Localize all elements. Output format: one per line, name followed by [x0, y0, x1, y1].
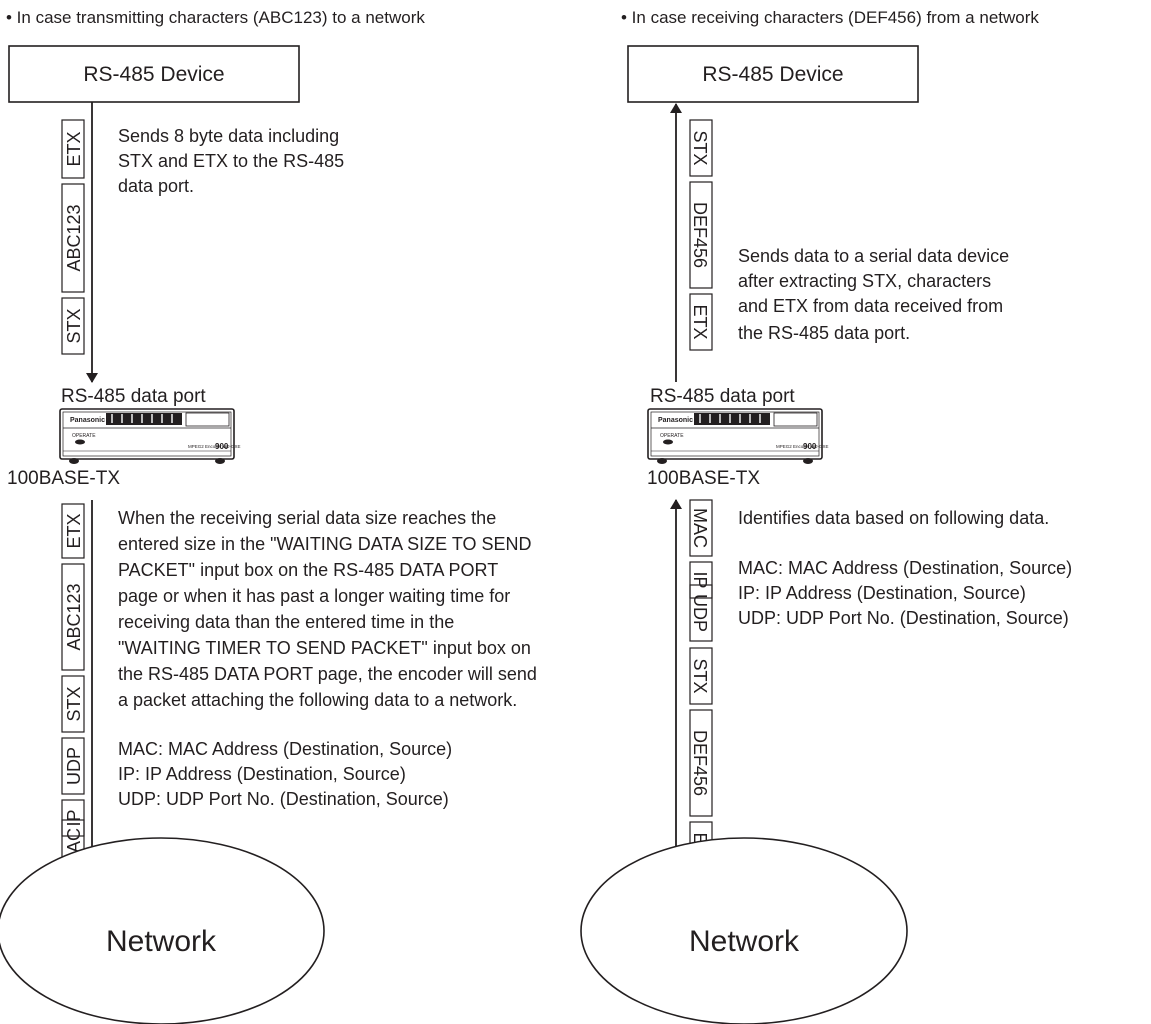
packet-segment [61, 799, 85, 837]
packet-segment-label: DEF456 [690, 730, 710, 796]
right-rs485-device-box [627, 45, 919, 103]
svg-text:Panasonic: Panasonic [70, 417, 105, 424]
svg-text:the RS-485 DATA PORT page, the: the RS-485 DATA PORT page, the encoder w… [118, 664, 537, 684]
right-rs485-device-label: RS-485 Device [702, 63, 843, 86]
packet-segment [689, 647, 713, 705]
right-encoder-device: Panasonic OPERATE MPEG2 Encoder WJ-GXE 9… [647, 408, 829, 465]
svg-text:"WAITING TIMER TO SEND PACKET": "WAITING TIMER TO SEND PACKET" input box… [118, 638, 531, 658]
packet-segment [689, 709, 713, 817]
svg-text:When the receiving serial data: When the receiving serial data size reac… [118, 508, 496, 528]
right-top-description: Sends data to a serial data device after… [738, 246, 1009, 343]
packet-segment [689, 119, 713, 177]
svg-text:page or when it has past a lon: page or when it has past a longer waitin… [118, 586, 510, 606]
packet-segment-label: ABC123 [64, 583, 84, 650]
packet-segment-label: ETX [64, 513, 84, 548]
right-port-label: RS-485 data port [650, 386, 795, 407]
svg-text:Sends 8 byte data including: Sends 8 byte data including [118, 126, 339, 146]
right-top-packet: STX DEF456 ETX [689, 119, 713, 351]
svg-text:MPEG2 Encoder WJ-GXE: MPEG2 Encoder WJ-GXE [776, 444, 829, 449]
left-network-label: Network [106, 925, 217, 958]
right-legend: MAC: MAC Address (Destination, Source) I… [738, 558, 1072, 628]
packet-segment-label: IP [64, 809, 84, 826]
svg-text:900: 900 [803, 442, 817, 451]
packet-segment-label: ETX [690, 304, 710, 339]
svg-text:a packet attaching the followi: a packet attaching the following data to… [118, 690, 517, 710]
packet-segment-label: STX [690, 658, 710, 693]
right-bottom-packet: MAC IP UDP STX DEF456 ETX [689, 499, 713, 879]
svg-text:the RS-485 data port.: the RS-485 data port. [738, 323, 910, 343]
svg-text:IP: IP Address (Destination, S: IP: IP Address (Destination, Source) [118, 764, 406, 784]
svg-text:PACKET" input box on the RS-48: PACKET" input box on the RS-485 DATA POR… [118, 560, 498, 580]
packet-segment-label: DEF456 [690, 202, 710, 268]
packet-segment [61, 183, 85, 293]
right-caption: • In case receiving characters (DEF456) … [621, 8, 1039, 27]
packet-segment [61, 503, 85, 559]
packet-segment-label: ETX [64, 131, 84, 166]
left-network-cloud [0, 837, 325, 1024]
packet-segment-label: UDP [690, 594, 710, 632]
svg-text:MAC: MAC Address (Destination,: MAC: MAC Address (Destination, Source) [118, 739, 452, 759]
right-net-label: 100BASE-TX [647, 468, 760, 489]
svg-text:UDP: UDP Port No. (Destination: UDP: UDP Port No. (Destination, Source) [118, 789, 449, 809]
svg-text:IP: IP Address (Destination, S: IP: IP Address (Destination, Source) [738, 583, 1026, 603]
svg-text:OPERATE: OPERATE [660, 433, 684, 439]
svg-text:STX and ETX to the RS-485: STX and ETX to the RS-485 [118, 151, 344, 171]
left-caption: • In case transmitting characters (ABC12… [6, 8, 425, 27]
packet-segment [689, 499, 713, 557]
packet-segment [689, 584, 713, 642]
svg-text:UDP: UDP Port No. (Destination: UDP: UDP Port No. (Destination, Source) [738, 608, 1069, 628]
packet-segment [61, 119, 85, 179]
packet-segment [61, 563, 85, 671]
left-rs485-device-label: RS-485 Device [83, 63, 224, 86]
right-network-label: Network [689, 925, 800, 958]
svg-text:after extracting STX, characte: after extracting STX, characters [738, 271, 991, 291]
svg-text:and ETX from data received fro: and ETX from data received from [738, 296, 1003, 316]
left-legend: MAC: MAC Address (Destination, Source) I… [118, 739, 452, 809]
left-top-packet: ETX ABC123 STX [61, 119, 85, 355]
packet-segment [689, 181, 713, 289]
packet-segment [689, 293, 713, 351]
packet-segment [61, 297, 85, 355]
packet-segment [61, 737, 85, 795]
svg-text:OPERATE: OPERATE [72, 433, 96, 439]
packet-segment-label: MAC [690, 508, 710, 548]
svg-text:receiving data than the entere: receiving data than the entered time in … [118, 612, 454, 632]
packet-segment-label: STX [64, 308, 84, 343]
packet-segment [689, 561, 713, 599]
packet-segment [61, 675, 85, 733]
left-rs485-device-box [8, 45, 300, 103]
packet-segment-label: ABC123 [64, 204, 84, 271]
svg-text:900: 900 [215, 442, 229, 451]
svg-text:MAC: MAC Address (Destination,: MAC: MAC Address (Destination, Source) [738, 558, 1072, 578]
left-encoder-device: Panasonic OPERATE MPEG2 Encoder WJ-GXE 9… [59, 408, 241, 465]
svg-text:MPEG2 Encoder WJ-GXE: MPEG2 Encoder WJ-GXE [188, 444, 241, 449]
svg-text:Identifies data based on follo: Identifies data based on following data. [738, 508, 1049, 528]
packet-segment-label: UDP [64, 747, 84, 785]
right-bottom-description: Identifies data based on following data. [738, 508, 1049, 528]
svg-text:data port.: data port. [118, 176, 194, 196]
svg-text:Sends data to a serial data de: Sends data to a serial data device [738, 246, 1009, 266]
left-bottom-description: When the receiving serial data size reac… [118, 508, 537, 710]
left-net-label: 100BASE-TX [7, 468, 120, 489]
left-port-label: RS-485 data port [61, 386, 206, 407]
left-top-description: Sends 8 byte data including STX and ETX … [118, 126, 344, 196]
packet-segment-label: IP [690, 571, 710, 588]
svg-text:entered size in the "WAITING D: entered size in the "WAITING DATA SIZE T… [118, 534, 532, 554]
svg-text:Panasonic: Panasonic [658, 417, 693, 424]
left-bottom-packet: ETX ABC123 STX UDP IP MAC [61, 503, 85, 877]
right-network-cloud [580, 837, 908, 1024]
packet-segment-label: STX [64, 686, 84, 721]
packet-segment-label: STX [690, 130, 710, 165]
